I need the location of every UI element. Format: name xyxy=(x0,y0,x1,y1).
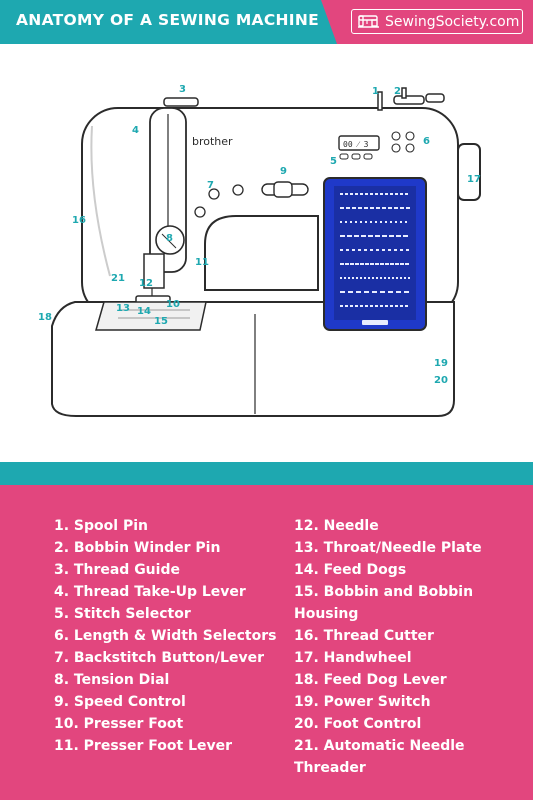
list-item: Threader xyxy=(294,760,366,776)
callout-14: 14 xyxy=(137,306,151,317)
callout-13: 13 xyxy=(116,303,130,314)
list-item: 21. Automatic Needle xyxy=(294,738,465,754)
list-item: 10. Presser Foot xyxy=(54,716,184,732)
callout-20: 20 xyxy=(434,375,448,386)
machine-logo: brother xyxy=(192,135,233,148)
lcd-readout: 00 ⁄ 3 xyxy=(343,140,369,149)
brand-badge[interactable]: SewingSociety.com xyxy=(351,9,523,34)
list-item: Housing xyxy=(294,606,359,622)
list-item: 18. Feed Dog Lever xyxy=(294,672,447,688)
list-item: 20. Foot Control xyxy=(294,716,422,732)
list-item: 13. Throat/Needle Plate xyxy=(294,540,482,556)
header-bar: ANATOMY OF A SEWING MACHINE SewingSociet… xyxy=(0,0,533,44)
divider-bar xyxy=(0,462,533,485)
page-title: ANATOMY OF A SEWING MACHINE xyxy=(16,11,320,29)
lcd-display xyxy=(338,135,380,151)
list-item: 16. Thread Cutter xyxy=(294,628,434,644)
list-item: 1. Spool Pin xyxy=(54,518,148,534)
callout-6: 6 xyxy=(423,136,430,147)
machine-illustration: brother 00 ⁄ 3 1 2 3 4 5 6 7 xyxy=(0,44,533,462)
list-item: 4. Thread Take-Up Lever xyxy=(54,584,246,600)
list-item: 7. Backstitch Button/Lever xyxy=(54,650,264,666)
callout-7: 7 xyxy=(207,180,214,191)
callout-8: 8 xyxy=(166,233,173,244)
list-item: 8. Tension Dial xyxy=(54,672,170,688)
callout-10: 10 xyxy=(166,299,180,310)
callout-19: 19 xyxy=(434,358,448,369)
list-item: 17. Handwheel xyxy=(294,650,412,666)
callout-9: 9 xyxy=(280,166,287,177)
list-item: 11. Presser Foot Lever xyxy=(54,738,233,754)
tension-dial xyxy=(155,225,185,255)
parts-list-left: 1. Spool Pin 2. Bobbin Winder Pin 3. Thr… xyxy=(54,515,282,757)
list-item: 15. Bobbin and Bobbin xyxy=(294,584,474,600)
list-item: 3. Thread Guide xyxy=(54,562,180,578)
list-item: 5. Stitch Selector xyxy=(54,606,191,622)
list-item: 9. Speed Control xyxy=(54,694,186,710)
sewing-machine-drawing: brother 00 ⁄ 3 xyxy=(51,87,481,417)
callout-21: 21 xyxy=(111,273,125,284)
callout-3: 3 xyxy=(179,84,186,95)
callout-15: 15 xyxy=(154,316,168,327)
handwheel xyxy=(457,143,481,201)
sewing-machine-icon xyxy=(358,14,379,28)
callout-1: 1 xyxy=(372,86,379,97)
list-item: 2. Bobbin Winder Pin xyxy=(54,540,221,556)
list-item: 19. Power Switch xyxy=(294,694,431,710)
callout-18: 18 xyxy=(38,312,52,323)
list-item: 12. Needle xyxy=(294,518,379,534)
callout-2: 2 xyxy=(394,86,401,97)
needle-plate xyxy=(95,301,207,331)
callout-11: 11 xyxy=(195,257,209,268)
list-item: 6. Length & Width Selectors xyxy=(54,628,277,644)
list-item: 14. Feed Dogs xyxy=(294,562,407,578)
brand-box: SewingSociety.com xyxy=(321,0,533,44)
parts-list-right: 12. Needle 13. Throat/Needle Plate 14. F… xyxy=(294,515,522,779)
machine-arm-opening xyxy=(204,215,319,291)
callout-5: 5 xyxy=(330,156,337,167)
callout-12: 12 xyxy=(139,278,153,289)
brand-name: SewingSociety.com xyxy=(385,13,520,30)
callout-16: 16 xyxy=(72,215,86,226)
callout-4: 4 xyxy=(132,125,139,136)
parts-list-panel: 1. Spool Pin 2. Bobbin Winder Pin 3. Thr… xyxy=(0,485,533,800)
callout-17: 17 xyxy=(467,174,481,185)
